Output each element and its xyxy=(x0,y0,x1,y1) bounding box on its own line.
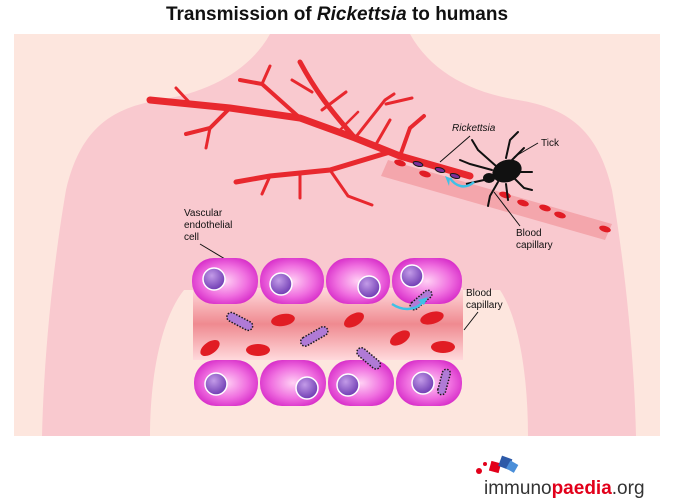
vascular-cell-label-line2: endothelial xyxy=(184,220,232,231)
inset-blood-capillary-label-line2: capillary xyxy=(466,300,503,311)
inset-entry-arrowhead xyxy=(418,297,428,305)
blood-capillary-label-line2: capillary xyxy=(516,240,553,251)
capillary-rickettsia xyxy=(412,160,461,180)
rickettsia-leader xyxy=(439,135,471,163)
inset-capillary xyxy=(192,258,463,406)
rickettsia-label: Rickettsia xyxy=(452,123,496,134)
blood-capillary-label-line1: Blood xyxy=(516,228,542,239)
tick-leader xyxy=(513,142,539,158)
immunopaedia-logo-text: immunopaedia.org xyxy=(484,478,645,499)
top-endothelial-cells xyxy=(192,258,462,304)
diagram-title: Transmission of Rickettsia to humans xyxy=(165,4,509,25)
tick-label: Tick xyxy=(541,138,560,149)
inset-red-blood-cells xyxy=(200,311,455,356)
blood-capillary-leader xyxy=(493,191,521,227)
inoculation-arrow xyxy=(448,177,475,188)
inset-rickettsia-bacteria xyxy=(226,289,452,396)
inset-blood-capillary-label-line1: Blood xyxy=(466,288,492,299)
tick-icon xyxy=(459,131,533,207)
immunopaedia-logo-cubes xyxy=(476,455,519,474)
blood-vessel-tree xyxy=(146,59,474,207)
capillary-red-blood-cells xyxy=(394,159,611,233)
blood-capillary-tube xyxy=(381,160,612,240)
vascular-cell-label-line1: Vascular xyxy=(184,208,223,219)
inset-blood-capillary-leader xyxy=(463,311,479,331)
inoculation-arrowhead xyxy=(445,176,450,186)
vascular-cell-label-line3: cell xyxy=(184,232,199,243)
